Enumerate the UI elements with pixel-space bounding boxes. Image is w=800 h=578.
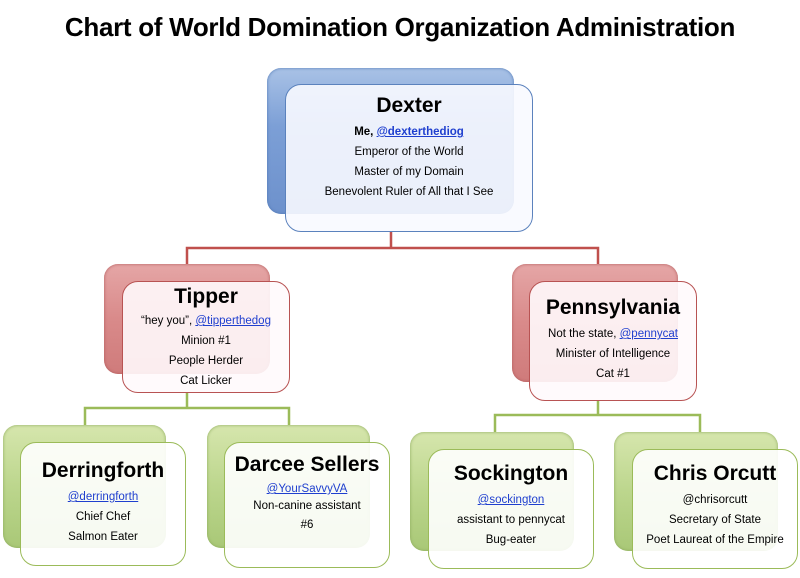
- derringforth-name: Derringforth: [41, 459, 165, 482]
- tipper-prefix: “hey you”,: [141, 315, 196, 327]
- tipper-handle-link[interactable]: @tipperthedog: [195, 315, 271, 327]
- derringforth-title-2: Salmon Eater: [68, 531, 138, 543]
- chris-title-1: Secretary of State: [668, 514, 762, 526]
- derringforth-handle-link[interactable]: @derringforth: [67, 491, 139, 503]
- chris-name: Chris Orcutt: [653, 462, 777, 485]
- darcee-card: Darcee Sellers @YourSavvyVA Non-canine a…: [224, 442, 390, 568]
- sockington-title-2: Bug-eater: [485, 534, 537, 546]
- pennsylvania-title-1: Minister of Intelligence: [555, 348, 671, 360]
- chart-title: Chart of World Domination Organization A…: [64, 12, 736, 42]
- sockington-title-1: assistant to pennycat: [456, 514, 566, 526]
- darcee-name: Darcee Sellers: [234, 453, 380, 476]
- chris-card: Chris Orcutt @chrisorcutt Secretary of S…: [632, 449, 798, 569]
- darcee-title-2: #6: [300, 519, 314, 531]
- derringforth-title-1: Chief Chef: [75, 511, 131, 523]
- derringforth-card: Derringforth @derringforth Chief Chef Sa…: [20, 442, 186, 566]
- tipper-name: Tipper: [174, 285, 238, 308]
- tipper-card: Tipper “hey you”, @tipperthedog Minion #…: [122, 281, 290, 393]
- tipper-title-1: Minion #1: [181, 335, 231, 347]
- sockington-name: Sockington: [453, 462, 569, 485]
- darcee-title-1: Non-canine assistant: [253, 500, 361, 512]
- dexter-card: Dexter Me, @dexterthediog Emperor of the…: [285, 84, 533, 232]
- dexter-name: Dexter: [376, 94, 442, 117]
- connector-pennsylvania-to-children: [493, 400, 702, 432]
- chris-title-2: Poet Laureat of the Empire: [646, 534, 784, 546]
- sockington-card: Sockington @sockington assistant to penn…: [428, 449, 594, 569]
- pennsylvania-card: Pennsylvania Not the state, @pennycat Mi…: [529, 281, 697, 401]
- dexter-title-2: Master of my Domain: [354, 166, 464, 178]
- pennsylvania-title-2: Cat #1: [596, 368, 630, 380]
- dexter-handle-link[interactable]: @dexterthediog: [376, 126, 464, 138]
- tipper-title-2: People Herder: [168, 355, 244, 367]
- pennsylvania-handle-link[interactable]: @pennycat: [619, 328, 678, 340]
- pennsylvania-name: Pennsylvania: [545, 296, 681, 319]
- chris-handle: @chrisorcutt: [682, 494, 748, 506]
- connector-root-to-level2: [185, 232, 600, 265]
- dexter-prefix: Me,: [354, 126, 377, 138]
- darcee-handle-link[interactable]: @YourSavvyVA: [266, 483, 348, 495]
- dexter-title-1: Emperor of the World: [354, 146, 464, 158]
- connector-tipper-to-children: [83, 392, 291, 425]
- tipper-title-3: Cat Licker: [180, 375, 232, 387]
- sockington-handle-link[interactable]: @sockington: [477, 494, 545, 506]
- pennsylvania-prefix: Not the state,: [548, 328, 620, 340]
- dexter-title-3: Benevolent Ruler of All that I See: [324, 186, 494, 198]
